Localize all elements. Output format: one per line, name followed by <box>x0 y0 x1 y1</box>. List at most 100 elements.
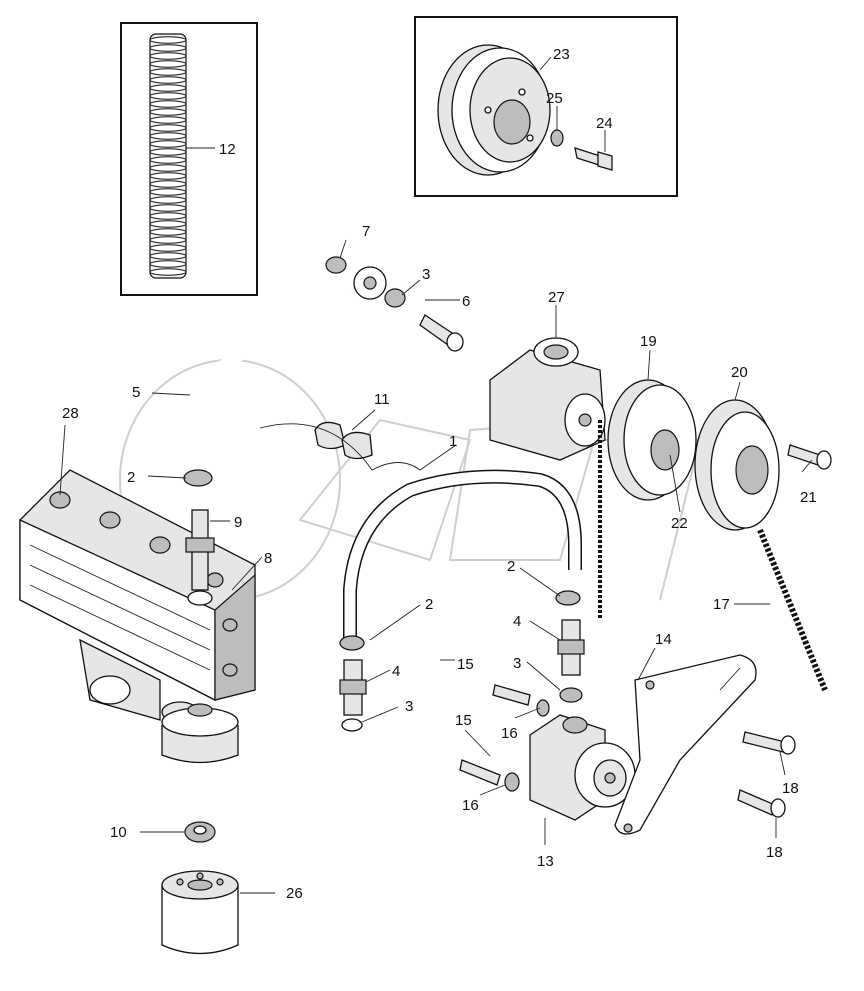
hose-5-icon <box>184 266 387 455</box>
spring-coil <box>149 164 187 172</box>
spring-coil <box>149 244 187 252</box>
spring-coil <box>149 124 187 132</box>
inset-pulley-box <box>414 16 678 197</box>
washer-2-mid-icon <box>339 635 365 651</box>
washer-3-top-icon <box>384 288 406 308</box>
clip-11-icon <box>259 421 421 471</box>
label-11: 11 <box>374 391 390 408</box>
spring-coil <box>149 84 187 92</box>
bolt-18-top-icon <box>742 731 796 755</box>
washer-16-top-icon <box>536 699 550 717</box>
label-26: 26 <box>286 885 303 902</box>
label-28: 28 <box>62 405 79 422</box>
label-12: 12 <box>219 141 236 158</box>
spring-coil <box>149 228 187 236</box>
label-4-left: 4 <box>392 663 400 680</box>
label-3-right: 3 <box>513 655 521 672</box>
label-13: 13 <box>537 853 554 870</box>
washer-3-left-icon <box>341 718 363 732</box>
compressor-27-icon <box>489 337 606 461</box>
label-25: 25 <box>546 90 563 107</box>
spring-coil <box>149 108 187 116</box>
label-19: 19 <box>640 333 657 350</box>
label-4-right: 4 <box>513 613 521 630</box>
bolt-15-bottom-icon <box>459 759 501 786</box>
spring-coil <box>149 92 187 100</box>
spring-coil <box>149 268 187 276</box>
inset-spring-box <box>120 22 258 296</box>
spring-coil <box>149 180 187 188</box>
label-18-top: 18 <box>782 780 799 797</box>
label-16-bottom: 16 <box>462 797 479 814</box>
spring-coil <box>149 52 187 60</box>
spring-coil <box>149 156 187 164</box>
label-24: 24 <box>596 115 613 132</box>
label-2-right: 2 <box>507 558 515 575</box>
label-8: 8 <box>264 550 272 567</box>
washer-2-right-icon <box>555 590 581 606</box>
part-labels: 1 2 2 2 3 3 3 4 4 5 6 7 8 9 10 11 12 13 … <box>62 46 817 902</box>
washer-16-bottom-icon <box>504 772 520 792</box>
washer-3-right-icon <box>559 687 583 703</box>
label-1: 1 <box>449 433 457 450</box>
label-17: 17 <box>713 596 730 613</box>
spring-coil <box>149 220 187 228</box>
spring-coil <box>149 76 187 84</box>
spring-coil <box>149 68 187 76</box>
pulley-20-icon <box>694 399 780 531</box>
spring-icon <box>149 33 187 279</box>
fitting-4-right-icon <box>557 619 585 676</box>
spring-coil <box>149 100 187 108</box>
spring-coil <box>149 172 187 180</box>
pulley-19-icon <box>607 379 697 501</box>
spring-coil <box>149 188 187 196</box>
bolt-24-icon <box>574 147 613 171</box>
label-18-bottom: 18 <box>766 844 783 861</box>
pump-icon <box>529 714 636 821</box>
nut-10-icon <box>184 821 216 843</box>
label-3-left: 3 <box>405 698 413 715</box>
washer-8-icon <box>187 590 213 606</box>
belt-17-icon <box>598 420 828 692</box>
label-6: 6 <box>462 293 470 310</box>
washer-2-left-icon <box>183 469 213 487</box>
label-15-bottom: 15 <box>455 712 472 729</box>
spring-coil <box>149 204 187 212</box>
spring-coil <box>149 252 187 260</box>
bolt-18-bottom-icon <box>737 789 786 818</box>
spring-coil <box>149 116 187 124</box>
label-5: 5 <box>132 384 140 401</box>
label-9: 9 <box>234 514 242 531</box>
label-14: 14 <box>655 631 672 648</box>
spring-coil <box>149 236 187 244</box>
spring-coil <box>149 44 187 52</box>
leader-lines <box>59 239 813 894</box>
label-15-top: 15 <box>457 656 474 673</box>
spring-coil <box>149 260 187 268</box>
label-23: 23 <box>553 46 570 63</box>
label-7: 7 <box>362 223 370 240</box>
bolt-21-icon <box>787 444 832 470</box>
filter-head-icon <box>161 703 239 764</box>
spring-coil <box>149 36 187 44</box>
label-20: 20 <box>731 364 748 381</box>
washer-7-icon <box>325 256 347 274</box>
spring-coil <box>149 60 187 68</box>
pulley-icon <box>437 44 551 176</box>
label-2-left: 2 <box>127 469 135 486</box>
label-21: 21 <box>800 489 817 506</box>
oil-cooler-icon <box>19 469 256 723</box>
spring-coil <box>149 148 187 156</box>
spring-coil <box>149 140 187 148</box>
fitting-4-left-icon <box>339 659 367 716</box>
washer-25-icon <box>550 129 564 147</box>
label-22: 22 <box>671 515 688 532</box>
spring-coil <box>149 132 187 140</box>
fitting-9-icon <box>185 509 215 591</box>
label-2-mid: 2 <box>425 596 433 613</box>
bracket-14-icon <box>614 654 757 835</box>
label-27: 27 <box>548 289 565 306</box>
bolt-15-top-icon <box>492 684 531 706</box>
label-16-top: 16 <box>501 725 518 742</box>
